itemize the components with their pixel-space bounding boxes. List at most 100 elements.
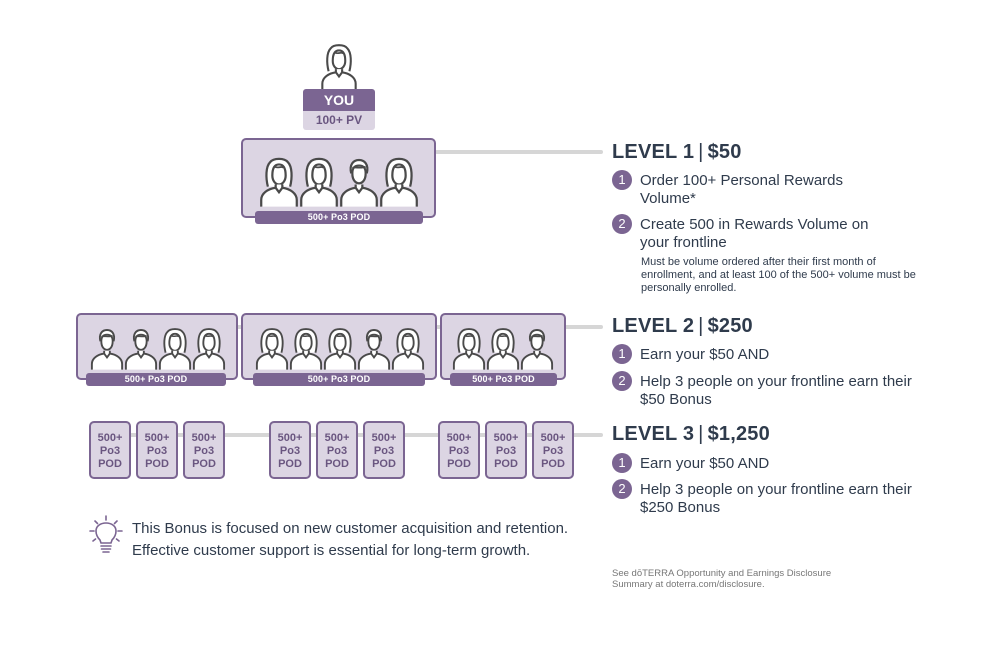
mini-pod-text: 500+	[97, 432, 123, 444]
step-text: Help 3 people on your frontline earn the…	[640, 373, 912, 408]
level-1-step-2: 2 Create 500 in Rewards Volume on your f…	[612, 214, 900, 252]
divider: |	[698, 315, 704, 337]
divider: |	[698, 141, 704, 163]
tip-line-1: This Bonus is focused on new customer ac…	[132, 520, 569, 537]
mini-pod-text: Po3	[542, 445, 564, 457]
disclosure-line-2: Summary at doterra.com/disclosure.	[612, 579, 765, 590]
mini-pod-text: POD	[494, 458, 518, 470]
you-person-icon	[318, 40, 360, 95]
step-number-badge: 2	[612, 214, 632, 234]
mini-pod-text: POD	[278, 458, 302, 470]
step-text: Earn your $50 AND	[640, 455, 770, 472]
mini-pod-text: Po3	[326, 445, 348, 457]
mini-pod-text: 500+	[144, 432, 170, 444]
mini-pod-text: POD	[541, 458, 565, 470]
mini-pod-text: POD	[192, 458, 216, 470]
person-female-icon	[299, 150, 339, 210]
level-2-step-1: 1 Earn your $50 AND	[612, 344, 900, 364]
level-3-label: LEVEL 3	[612, 423, 695, 445]
mini-pod-text: Po3	[448, 445, 470, 457]
level-2-step-2: 2 Help 3 people on your frontline earn t…	[612, 371, 920, 409]
person-female-icon	[323, 322, 357, 372]
person-female-icon	[379, 150, 419, 210]
person-male-icon	[124, 322, 158, 372]
disclosure-text: See dōTERRA Opportunity and Earnings Dis…	[612, 568, 872, 590]
tier1-pod-label: 500+ Po3 POD	[255, 211, 423, 224]
step-number-badge: 1	[612, 170, 632, 190]
tier2-pod-3-people	[452, 322, 554, 372]
tier2-pod-3-label: 500+ Po3 POD	[450, 373, 557, 386]
mini-pod-text: POD	[145, 458, 169, 470]
mini-pod-text: 500+	[371, 432, 397, 444]
person-female-icon	[192, 322, 226, 372]
tier2-pod-1-people	[90, 322, 226, 372]
person-female-icon	[255, 322, 289, 372]
mini-pod-text: Po3	[279, 445, 301, 457]
person-male-icon	[357, 322, 391, 372]
level-2-title: LEVEL 2|$250	[612, 315, 753, 338]
tier2-pod-1-label: 500+ Po3 POD	[86, 373, 226, 386]
level-2-label: LEVEL 2	[612, 315, 695, 337]
step-text: Order 100+ Personal Rewards Volume*	[640, 172, 844, 207]
mini-pod-text: 500+	[446, 432, 472, 444]
tip-text: This Bonus is focused on new customer ac…	[132, 518, 568, 562]
mini-pod-text: POD	[447, 458, 471, 470]
step-text: Help 3 people on your frontline earn the…	[640, 481, 912, 516]
tier1-people	[259, 150, 419, 210]
mini-pod-text: 500+	[191, 432, 217, 444]
mini-pod-text: POD	[98, 458, 122, 470]
person-female-icon	[391, 322, 425, 372]
step-number-badge: 1	[612, 453, 632, 473]
step-number-badge: 2	[612, 371, 632, 391]
step-number-badge: 1	[612, 344, 632, 364]
person-male-icon	[90, 322, 124, 372]
level-1-label: LEVEL 1	[612, 141, 695, 163]
tier2-pod-2-label: 500+ Po3 POD	[253, 373, 425, 386]
mini-pod-text: 500+	[493, 432, 519, 444]
person-female-icon	[289, 322, 323, 372]
mini-pod-text: Po3	[495, 445, 517, 457]
level-1-note: Must be volume ordered after their first…	[641, 256, 916, 294]
mini-pod-text: 500+	[540, 432, 566, 444]
mini-pod-text: Po3	[99, 445, 121, 457]
tier1-pod	[241, 138, 436, 218]
tier2-pod-2	[241, 313, 437, 380]
mini-pod-text: POD	[325, 458, 349, 470]
divider: |	[698, 423, 704, 445]
mini-pod-text: Po3	[193, 445, 215, 457]
disclosure-line-1: See dōTERRA Opportunity and Earnings Dis…	[612, 568, 832, 579]
lightbulb-icon	[89, 515, 123, 560]
person-male-icon	[520, 322, 554, 372]
tier2-pod-1	[76, 313, 238, 380]
tier2-pod-2-people	[255, 322, 425, 372]
person-female-icon	[259, 150, 299, 210]
level-1-step-1: 1 Order 100+ Personal Rewards Volume*	[612, 170, 870, 208]
step-number-badge: 2	[612, 479, 632, 499]
level-2-amount: $250	[707, 315, 753, 337]
level-1-amount: $50	[707, 141, 742, 163]
person-male-icon	[339, 150, 379, 210]
step-text: Earn your $50 AND	[640, 346, 770, 363]
tier2-pod-3	[440, 313, 566, 380]
level-1-title: LEVEL 1|$50	[612, 141, 742, 164]
mini-pod-text: Po3	[373, 445, 395, 457]
level-3-amount: $1,250	[707, 423, 770, 445]
you-label: YOU	[303, 89, 375, 111]
level-3-title: LEVEL 3|$1,250	[612, 423, 770, 446]
level-3-step-1: 1 Earn your $50 AND	[612, 453, 900, 473]
level-3-step-2: 2 Help 3 people on your frontline earn t…	[612, 479, 920, 517]
step-text: Create 500 in Rewards Volume on your fro…	[640, 216, 869, 251]
mini-pod-text: 500+	[324, 432, 350, 444]
person-female-icon	[486, 322, 520, 372]
you-pv-badge: 100+ PV	[303, 111, 375, 130]
person-female-icon	[158, 322, 192, 372]
tip-line-2: Effective customer support is essential …	[132, 542, 531, 559]
level-1-connector	[435, 150, 603, 154]
